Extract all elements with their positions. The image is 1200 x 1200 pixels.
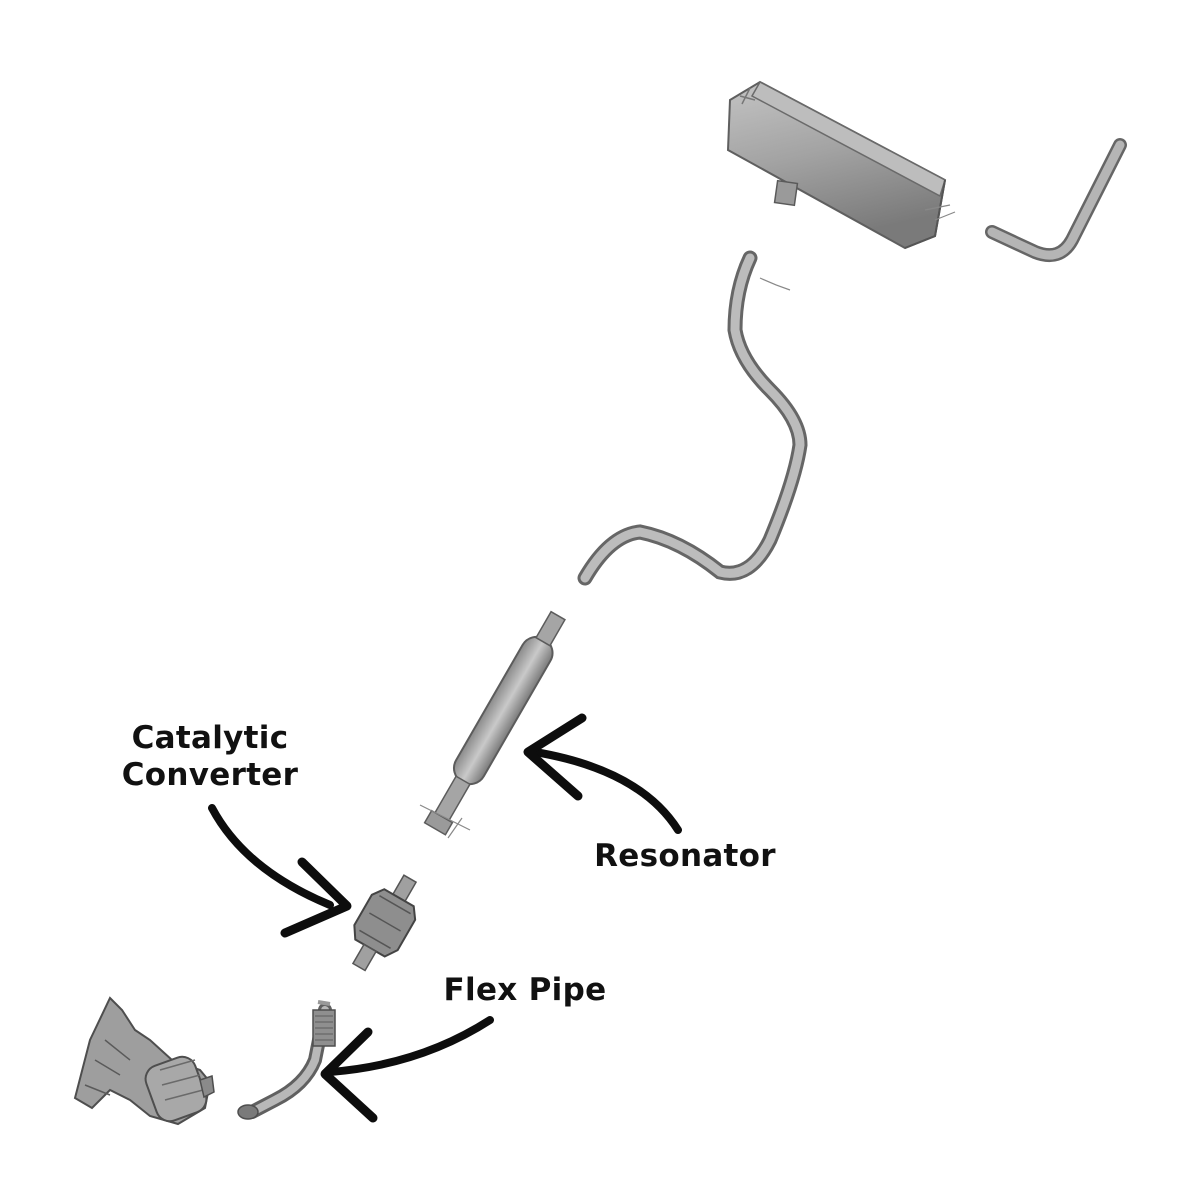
catalytic-converter: [351, 874, 418, 972]
resonator-arrow: [523, 713, 682, 834]
resonator-label-text: Resonator: [594, 838, 776, 874]
resonator: [419, 610, 566, 839]
flex-pipe-arrow: [320, 1016, 494, 1123]
muffler: [726, 80, 956, 250]
tailpipe: [985, 138, 1127, 262]
intermediate-pipe: [577, 250, 808, 586]
catalytic-converter-arrow: [208, 804, 352, 938]
flex-pipe-label: Flex Pipe: [430, 972, 620, 1009]
flex-pipe: [237, 1000, 336, 1120]
catalytic-converter-label: Catalytic Converter: [100, 720, 320, 794]
exhaust-manifold: [73, 996, 215, 1126]
resonator-label: Resonator: [580, 838, 790, 875]
flex-pipe-label-text: Flex Pipe: [443, 972, 607, 1008]
catalytic-converter-label-line2: Converter: [121, 757, 299, 793]
catalytic-converter-label-line1: Catalytic: [131, 720, 289, 756]
